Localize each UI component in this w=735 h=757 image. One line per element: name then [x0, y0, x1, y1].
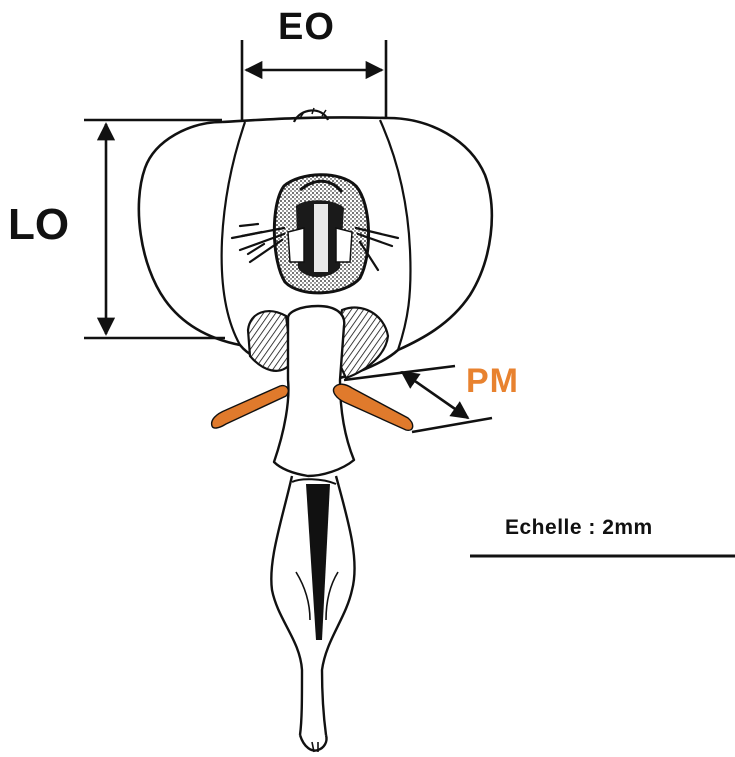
frons-face [274, 175, 368, 293]
lo-label: LO [8, 200, 69, 250]
eo-label: EO [278, 6, 335, 49]
scale-label: Echelle : 2mm [505, 516, 653, 540]
pm-label: PM [466, 362, 519, 401]
ocellar-tubercle [294, 110, 328, 122]
